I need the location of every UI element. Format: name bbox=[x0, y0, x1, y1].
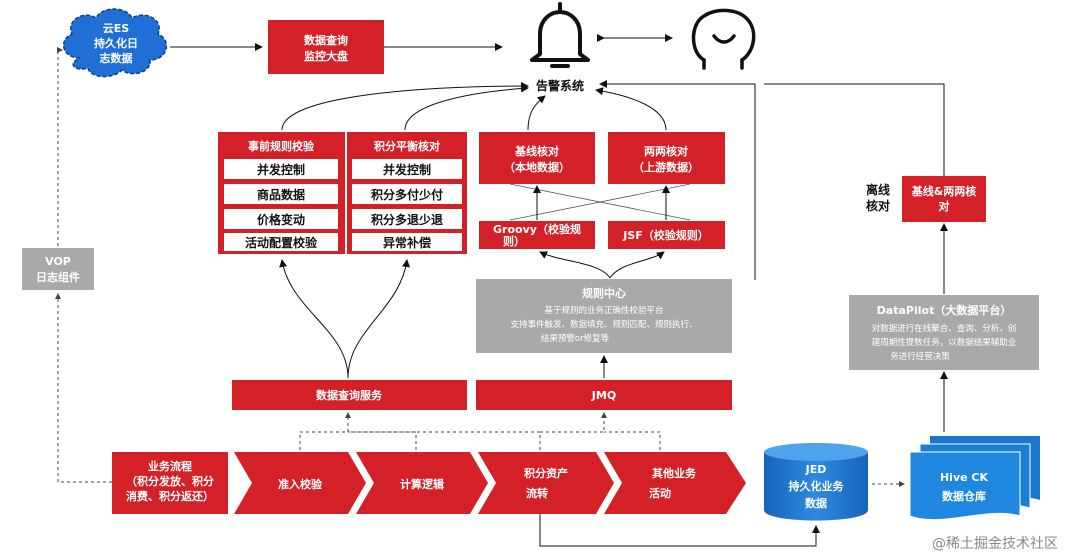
monitor-line2: 监控大盘 bbox=[304, 49, 348, 63]
rule-center-line2: 支持事件触发、数据填充、规则匹配、规则执行、 bbox=[510, 319, 697, 330]
baseline-local-node: 基线核对 （本地数据） bbox=[479, 132, 595, 184]
datapilot-line2: 建周期性提数任务，以数据结果辅助业 bbox=[872, 337, 1017, 348]
vop-line1: VOP bbox=[45, 255, 71, 268]
flow-step-3-label: 积分资产 bbox=[524, 466, 568, 480]
flow-step-1-label: 准入校验 bbox=[278, 477, 323, 491]
points-check-row-3: 异常补偿 bbox=[383, 235, 431, 250]
pair-upstream-line1: 两两核对 bbox=[644, 144, 688, 158]
points-check-box: 积分平衡核对 并发控制 积分多付少付 积分多退少退 异常补偿 bbox=[347, 132, 467, 254]
arrow-query-to-points bbox=[347, 259, 410, 379]
pre-check-row-1: 商品数据 bbox=[257, 187, 305, 202]
line-offline-to-alarm bbox=[764, 83, 945, 176]
flow-start-line1: 业务流程 bbox=[148, 459, 192, 473]
rule-center-node: 规则中心 基于规则的业务正确性校验平台 支持事件触发、数据填充、规则匹配、规则执… bbox=[476, 279, 732, 353]
hive-line2: 数据仓库 bbox=[942, 489, 986, 503]
arrow-baseline-to-alarm bbox=[527, 95, 546, 131]
cloud-es-line3: 志数据 bbox=[100, 51, 133, 65]
points-check-row-2: 积分多退少退 bbox=[371, 212, 443, 227]
points-check-row-1: 积分多付少付 bbox=[371, 187, 443, 202]
jmq-node: JMQ bbox=[476, 380, 732, 410]
flow-start-line2: （积分发放、积分 bbox=[126, 474, 214, 488]
watermark-text: @稀土掘金技术社区 bbox=[932, 536, 1058, 552]
arrow-pair-to-alarm bbox=[595, 87, 667, 131]
pre-check-row-3: 活动配置校验 bbox=[245, 235, 318, 250]
flow-step-3: 积分资产 流转 bbox=[478, 452, 614, 514]
rule-center-line1: 基于规则的业务正确性校验平台 bbox=[544, 305, 663, 316]
datapilot-node: DataPilot（大数据平台） 对数据进行在线聚合、查询、分析，创 建周期性提… bbox=[849, 295, 1039, 370]
arrow-points-to-alarm bbox=[404, 84, 529, 131]
pair-upstream-node: 两两核对 （上游数据） bbox=[608, 132, 725, 184]
datapilot-line3: 务进行经营决策 bbox=[890, 351, 950, 362]
pre-check-title: 事前规则校验 bbox=[248, 139, 315, 153]
offline-line1: 离线 bbox=[866, 182, 890, 197]
flow-step-2: 计算逻辑 bbox=[356, 452, 488, 514]
jsf-node: JSF（校验规则） bbox=[608, 221, 725, 249]
arrow-flow-to-jed bbox=[539, 514, 820, 547]
bell-icon bbox=[530, 2, 590, 68]
points-check-row-0: 并发控制 bbox=[383, 162, 431, 177]
dash-flow-to-vop bbox=[55, 293, 112, 483]
jed-line1: JED bbox=[805, 463, 827, 476]
user-icon bbox=[691, 8, 756, 70]
pre-check-box: 事前规则校验 并发控制 商品数据 价格变动 活动配置校验 bbox=[218, 132, 345, 254]
jed-line3: 数据 bbox=[805, 496, 827, 510]
monitor-dashboard-node: 数据查询 监控大盘 bbox=[268, 20, 384, 74]
groovy-line1: Groovy（校验规 bbox=[493, 222, 581, 236]
rule-center-title: 规则中心 bbox=[582, 286, 626, 300]
cloud-es-line2: 持久化日 bbox=[94, 36, 138, 50]
arrow-rc-to-jsf bbox=[609, 251, 665, 279]
hive-line1: Hive CK bbox=[940, 471, 989, 484]
groovy-line2: 则） bbox=[503, 235, 525, 248]
arrow-precheck-to-alarm bbox=[281, 82, 529, 131]
pair-upstream-line2: （上游数据） bbox=[633, 160, 699, 174]
vop-node: VOP 日志组件 bbox=[22, 248, 94, 290]
query-service-node: 数据查询服务 bbox=[232, 380, 467, 410]
datapilot-title: DataPilot（大数据平台） bbox=[877, 303, 1012, 317]
jed-line2: 持久化业务 bbox=[789, 479, 845, 493]
baseline-pair-line2: 对 bbox=[939, 199, 950, 213]
points-check-title: 积分平衡核对 bbox=[374, 139, 440, 153]
flow-start-line3: 消费、积分返还） bbox=[126, 489, 214, 503]
hive-warehouse-icon: Hive CK 数据仓库 bbox=[909, 436, 1040, 521]
cloud-es-line1: 云ES bbox=[103, 22, 130, 35]
alarm-system-label: 告警系统 bbox=[536, 78, 584, 93]
baseline-local-line2: （本地数据） bbox=[504, 160, 570, 174]
flow-step-4-label: 其他业务 bbox=[652, 466, 697, 480]
flow-step-4: 其他业务 活动 bbox=[604, 452, 746, 514]
jed-database-icon: JED 持久化业务 数据 bbox=[764, 443, 868, 521]
pre-check-row-0: 并发控制 bbox=[257, 162, 305, 177]
vop-line2: 日志组件 bbox=[36, 270, 80, 284]
baseline-local-line1: 基线核对 bbox=[514, 144, 559, 158]
groovy-node: Groovy（校验规 则） bbox=[479, 221, 595, 249]
arrow-query-to-precheck bbox=[279, 259, 349, 379]
monitor-line1: 数据查询 bbox=[304, 33, 348, 47]
baseline-pair-node: 基线&两两核 对 bbox=[902, 176, 986, 222]
rule-center-line3: 结果预警or修复等 bbox=[541, 333, 610, 344]
pre-check-row-2: 价格变动 bbox=[257, 212, 305, 227]
baseline-pair-line1: 基线&两两核 bbox=[911, 184, 977, 198]
flow-step-4-label-2: 活动 bbox=[649, 486, 671, 500]
flow-start-node: 业务流程 （积分发放、积分 消费、积分返还） bbox=[112, 452, 228, 514]
cloud-es-node: 云ES 持久化日 志数据 bbox=[62, 8, 168, 78]
jsf-label: JSF（校验规则） bbox=[622, 228, 709, 242]
flow-step-1: 准入校验 bbox=[234, 452, 366, 514]
query-service-label: 数据查询服务 bbox=[316, 388, 383, 402]
jmq-label: JMQ bbox=[591, 389, 616, 402]
flow-fan-lines bbox=[299, 412, 661, 450]
flow-step-3-label-2: 流转 bbox=[526, 486, 548, 500]
offline-line2: 核对 bbox=[866, 198, 890, 213]
flow-step-2-label: 计算逻辑 bbox=[400, 477, 444, 491]
arrow-rc-to-groovy bbox=[539, 251, 611, 279]
arrow-rulecenter-to-alarm bbox=[599, 80, 756, 280]
datapilot-line1: 对数据进行在线聚合、查询、分析，创 bbox=[872, 323, 1017, 334]
